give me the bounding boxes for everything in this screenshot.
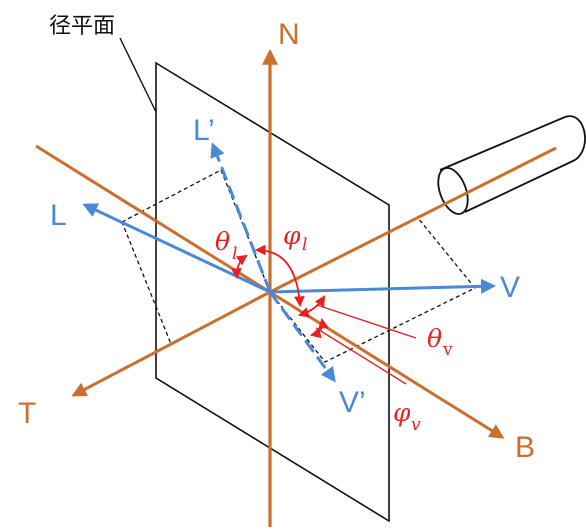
theta-v-symbol: θ (427, 324, 442, 353)
phi-v-symbol: φ (393, 398, 411, 427)
theta-l-subscript: l (232, 244, 237, 264)
phi-v-arc (309, 317, 329, 339)
phi-v-leader (315, 327, 407, 385)
theta-l-symbol: θ (215, 227, 230, 256)
tangent-axis (71, 290, 271, 397)
theta-v-subscript: v (442, 340, 453, 360)
light-label: L (50, 199, 67, 232)
theta-v-leader (316, 304, 417, 339)
normal-label: N (278, 18, 300, 51)
theta-v-arc (297, 295, 326, 318)
normal-plane (155, 61, 390, 523)
view-projection-label: V’ (339, 386, 366, 419)
theta-l-arc (231, 254, 248, 280)
phi-v-subscript: v (411, 415, 421, 435)
light-vector (82, 203, 271, 294)
phi-l-subscript: l (302, 235, 307, 255)
hair-cylinder (437, 115, 586, 215)
phi-l-symbol: φ (283, 221, 301, 250)
view-projection-vector (268, 291, 336, 383)
plane-label-leader (119, 37, 157, 113)
view-label: V (500, 271, 520, 304)
tangent-label: T (18, 397, 36, 430)
binormal-label: B (515, 431, 535, 464)
light-projection-label: L’ (193, 114, 215, 147)
view-projection-frame (268, 217, 477, 363)
hair-strand-axis (269, 146, 557, 294)
phi-l-arc (254, 244, 305, 308)
plane-label: 径平面 (49, 14, 115, 39)
view-vector (269, 278, 496, 294)
